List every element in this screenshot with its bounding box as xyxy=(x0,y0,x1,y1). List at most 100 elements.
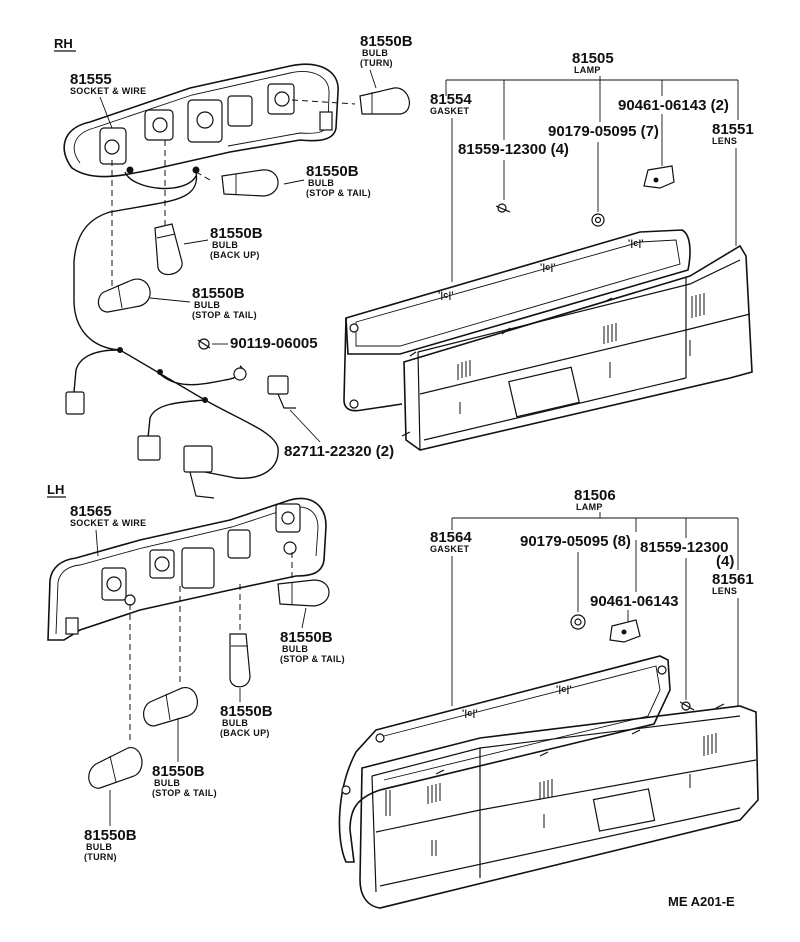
svg-text:BULB: BULB xyxy=(362,48,388,58)
rh-label-screw: 90119-06005 xyxy=(212,335,318,352)
svg-text:LAMP: LAMP xyxy=(576,502,603,512)
rh-label-bulb-back-up: 81550B BULB (BACK UP) xyxy=(183,225,263,260)
rh-lamp-body xyxy=(401,244,753,451)
svg-text:90179-05095 (8): 90179-05095 (8) xyxy=(520,533,631,550)
svg-text:81551: 81551 xyxy=(712,121,754,138)
lh-label-bulb-stop-tail-1: 81550B BULB (STOP & TAIL) xyxy=(280,607,345,664)
svg-text:'|c|': '|c|' xyxy=(438,290,454,300)
diagram-code: ME A201-E xyxy=(668,894,735,909)
svg-text:90119-06005: 90119-06005 xyxy=(230,335,318,352)
svg-text:'|c|': '|c|' xyxy=(628,238,644,248)
svg-text:BULB: BULB xyxy=(194,300,220,310)
rh-clip xyxy=(591,213,605,227)
lh-label-nut: 81559-12300 (4) xyxy=(640,518,734,700)
svg-text:'|c|': '|c|' xyxy=(540,262,556,272)
rh-label-clip: 90179-05095 (7) xyxy=(548,80,659,212)
lh-socket-wire-assembly xyxy=(47,497,327,641)
svg-text:GASKET: GASKET xyxy=(430,106,470,116)
svg-text:81559-12300: 81559-12300 xyxy=(640,539,728,556)
rh-bracket xyxy=(643,165,675,189)
svg-text:82711-22320 (2): 82711-22320 (2) xyxy=(284,443,394,460)
svg-text:81565: 81565 xyxy=(70,503,112,520)
lh-label-bulb-stop-tail-2: 81550B BULB (STOP & TAIL) xyxy=(152,718,217,798)
svg-text:(BACK UP): (BACK UP) xyxy=(220,728,270,738)
svg-text:(4): (4) xyxy=(716,553,734,570)
svg-text:90179-05095 (7): 90179-05095 (7) xyxy=(548,123,659,140)
rh-label-lamp: 81505 LAMP xyxy=(446,50,738,81)
lh-gasket: '|c|' '|c|' xyxy=(338,655,671,863)
svg-text:81550B: 81550B xyxy=(220,703,273,720)
svg-text:BULB: BULB xyxy=(212,240,238,250)
svg-text:81564: 81564 xyxy=(430,529,472,546)
svg-text:BULB: BULB xyxy=(222,718,248,728)
svg-text:81505: 81505 xyxy=(572,50,614,67)
lh-bulb-stop-tail-lower xyxy=(143,687,198,727)
section-label-lh: LH xyxy=(47,482,64,497)
svg-text:81550B: 81550B xyxy=(152,763,205,780)
svg-text:81561: 81561 xyxy=(712,571,754,588)
lh-label-clip: 90179-05095 (8) xyxy=(520,518,637,612)
rh-nut xyxy=(495,203,511,213)
lh-label-bracket: 90461-06143 xyxy=(590,540,678,622)
rh-label-nut: 81559-12300 (4) xyxy=(458,80,569,200)
lh-bulb-stop-tail-upper xyxy=(277,579,330,607)
svg-text:81550B: 81550B xyxy=(306,163,359,180)
svg-text:81550B: 81550B xyxy=(84,827,137,844)
rh-bulb-back-up xyxy=(154,223,183,276)
svg-text:81550B: 81550B xyxy=(360,33,413,50)
lh-bulb-turn xyxy=(88,747,143,789)
svg-text:SOCKET & WIRE: SOCKET & WIRE xyxy=(70,86,146,96)
lh-label-lens: 81561 LENS xyxy=(712,518,754,706)
svg-text:'|c|': '|c|' xyxy=(556,684,572,694)
lh-bracket xyxy=(609,619,641,643)
svg-text:'|c|': '|c|' xyxy=(462,708,478,718)
svg-text:90461-06143 (2): 90461-06143 (2) xyxy=(618,97,729,114)
rh-label-socket-wire: 81555 SOCKET & WIRE xyxy=(70,71,146,129)
rh-label-bulb-turn: 81550B BULB (TURN) xyxy=(360,33,413,89)
lh-label-bulb-back-up: 81550B BULB (BACK UP) xyxy=(220,688,273,738)
rh-screw xyxy=(197,338,211,350)
svg-text:81554: 81554 xyxy=(430,91,472,108)
lh-label-lamp: 81506 LAMP xyxy=(452,487,738,519)
lh-nut xyxy=(679,701,695,711)
rh-label-bracket: 90461-06143 (2) xyxy=(618,80,729,166)
svg-text:(STOP & TAIL): (STOP & TAIL) xyxy=(192,310,257,320)
rh-label-gasket: 81554 GASKET xyxy=(430,80,472,282)
rh-bulb-turn xyxy=(359,87,410,115)
svg-text:(TURN): (TURN) xyxy=(360,58,393,68)
rh-connector xyxy=(267,375,296,409)
rh-bulb-stop-tail-lower xyxy=(97,278,151,313)
svg-text:LAMP: LAMP xyxy=(574,65,601,75)
svg-text:(BACK UP): (BACK UP) xyxy=(210,250,260,260)
svg-text:81550B: 81550B xyxy=(192,285,245,302)
section-label-rh: RH xyxy=(54,36,73,51)
lh-clip xyxy=(570,614,586,630)
svg-text:(TURN): (TURN) xyxy=(84,852,117,862)
svg-text:SOCKET & WIRE: SOCKET & WIRE xyxy=(70,518,146,528)
svg-text:(STOP & TAIL): (STOP & TAIL) xyxy=(152,788,217,798)
rh-gasket: '|c|' '|c|' '|c|' xyxy=(343,229,691,412)
rh-socket-wire-assembly xyxy=(63,63,339,499)
svg-text:81550B: 81550B xyxy=(280,629,333,646)
svg-text:90461-06143: 90461-06143 xyxy=(590,593,678,610)
svg-text:GASKET: GASKET xyxy=(430,544,470,554)
svg-text:BULB: BULB xyxy=(308,178,334,188)
lh-lamp-body xyxy=(359,703,759,909)
svg-text:LENS: LENS xyxy=(712,586,737,596)
rh-bulb-stop-tail-upper xyxy=(221,169,279,197)
lh-label-bulb-turn: 81550B BULB (TURN) xyxy=(84,790,137,862)
svg-text:BULB: BULB xyxy=(282,644,308,654)
rh-label-lens: 81551 LENS xyxy=(712,80,754,246)
rh-label-bulb-stop-tail-2: 81550B BULB (STOP & TAIL) xyxy=(149,285,257,320)
svg-text:81506: 81506 xyxy=(574,487,616,504)
svg-text:LENS: LENS xyxy=(712,136,737,146)
lh-label-socket-wire: 81565 SOCKET & WIRE xyxy=(70,503,146,557)
svg-text:81550B: 81550B xyxy=(210,225,263,242)
lh-label-gasket: 81564 GASKET xyxy=(430,518,472,706)
svg-text:(STOP & TAIL): (STOP & TAIL) xyxy=(306,188,371,198)
svg-text:81559-12300 (4): 81559-12300 (4) xyxy=(458,141,569,158)
svg-text:(STOP & TAIL): (STOP & TAIL) xyxy=(280,654,345,664)
rh-label-bulb-stop-tail-1: 81550B BULB (STOP & TAIL) xyxy=(283,163,371,198)
